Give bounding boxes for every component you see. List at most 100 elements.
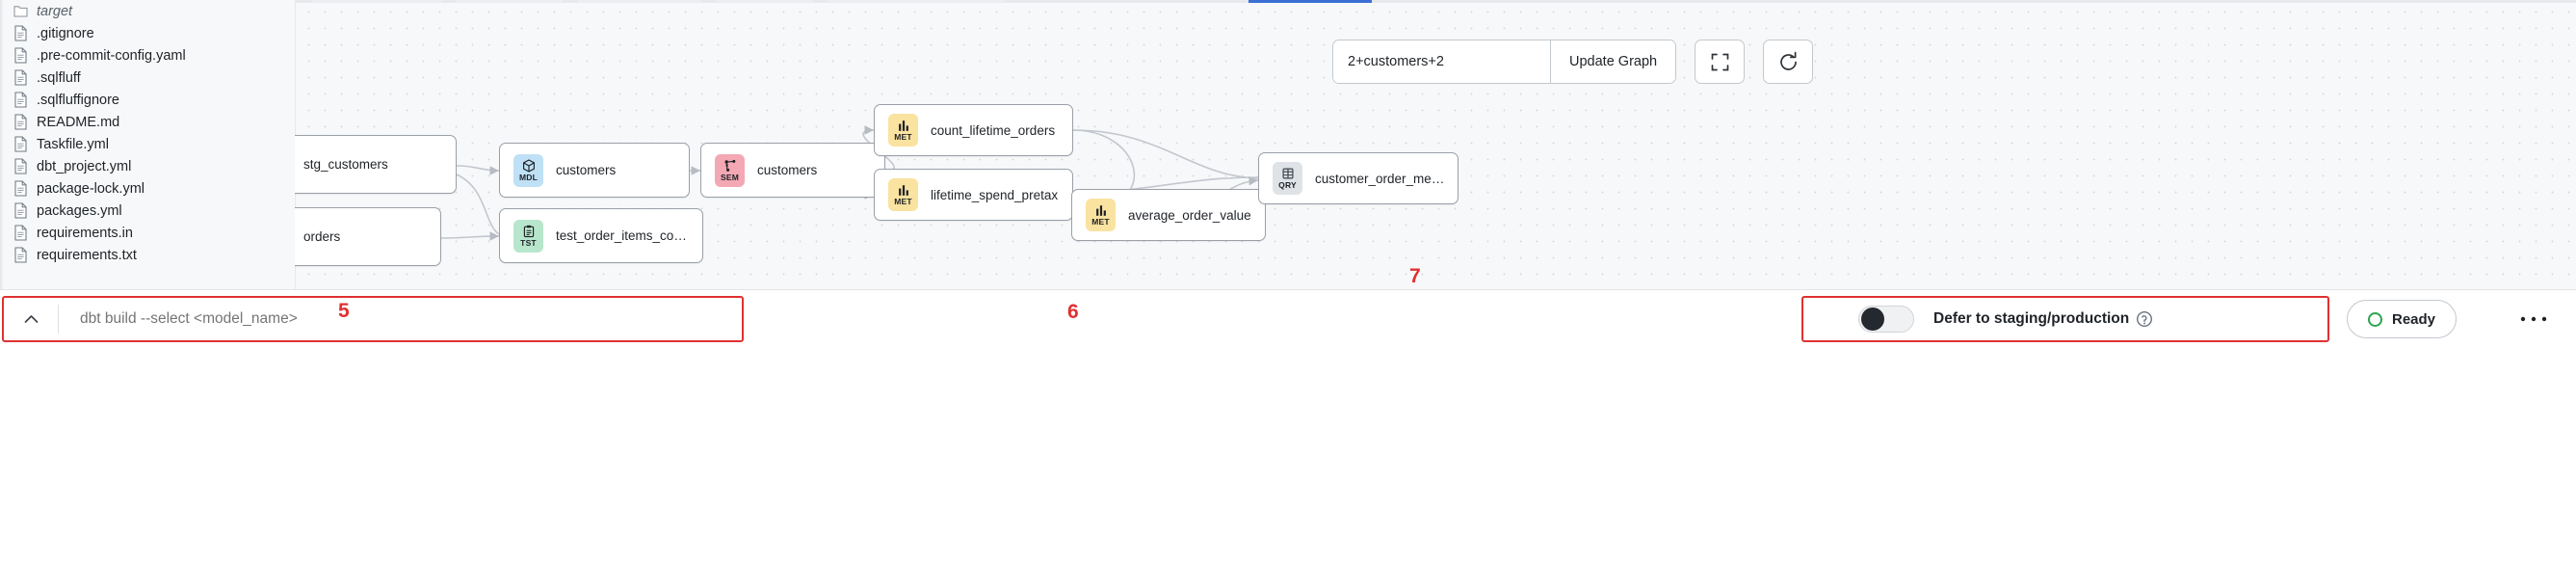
tab-stub-2[interactable] xyxy=(457,0,563,3)
lineage-node-label: customers xyxy=(556,163,617,177)
editor-tabbar-rule xyxy=(295,0,2576,3)
fullscreen-icon xyxy=(1711,53,1728,70)
lineage-node-label: customer_order_metrics xyxy=(1315,171,1456,186)
file-icon xyxy=(14,180,27,197)
bottom-command-bar: Defer to staging/production Ready xyxy=(0,289,2576,561)
file-explorer-sidebar: target .gitignore .pre-commit-config.yam… xyxy=(0,0,295,289)
lineage-node[interactable]: TST test_order_items_compute_to_bools… xyxy=(499,208,703,263)
file-tree-item[interactable]: package-lock.yml xyxy=(0,177,295,200)
lineage-node[interactable]: QRY customer_order_metrics xyxy=(1258,152,1459,204)
share-icon: SEM xyxy=(715,153,745,187)
file-tree-item[interactable]: .gitignore xyxy=(0,22,295,44)
ellipsis-icon[interactable] xyxy=(2514,301,2553,337)
tab-stub-4[interactable] xyxy=(717,0,813,3)
defer-toggle[interactable] xyxy=(1858,306,1914,333)
lineage-node-label: test_order_items_compute_to_bools… xyxy=(556,228,702,243)
file-tree-item[interactable]: requirements.txt xyxy=(0,244,295,266)
clipboard-icon: TST xyxy=(513,219,543,253)
status-label: Ready xyxy=(2392,310,2436,328)
refresh-icon xyxy=(1779,51,1797,70)
file-tree-item-label: packages.yml xyxy=(37,202,122,219)
lineage-node-label: average_order_value xyxy=(1128,207,1251,223)
command-input-divider xyxy=(58,305,59,334)
file-icon xyxy=(14,69,27,86)
ellipsis-glyph xyxy=(2520,316,2547,322)
node-badge-label: MET xyxy=(1091,217,1110,227)
file-tree-item-label: target xyxy=(37,3,73,19)
lineage-node-label: customers xyxy=(757,163,818,177)
active-tab-indicator xyxy=(1249,0,1372,3)
file-tree-list: target .gitignore .pre-commit-config.yam… xyxy=(0,0,295,266)
help-circle-glyph xyxy=(2137,310,2153,328)
command-input-group xyxy=(2,296,744,342)
chevron-up-icon[interactable] xyxy=(4,298,58,340)
node-badge-label: SEM xyxy=(720,172,740,182)
file-icon xyxy=(14,136,27,152)
tab-stub-3[interactable] xyxy=(578,0,701,3)
node-badge-label: TST xyxy=(520,237,537,248)
file-icon xyxy=(14,47,27,64)
sidebar-scroll-shadow xyxy=(0,0,4,289)
node-badge-label: QRY xyxy=(1278,180,1297,190)
cube-icon: MDL xyxy=(513,153,543,187)
file-icon xyxy=(14,202,27,219)
file-icon xyxy=(14,25,27,41)
table-icon: QRY xyxy=(1273,162,1302,195)
file-tree-item[interactable]: .pre-commit-config.yaml xyxy=(0,44,295,67)
file-tree-item-label: .pre-commit-config.yaml xyxy=(37,47,186,64)
defer-toggle-group: Defer to staging/production xyxy=(1801,296,2329,342)
lineage-node-label: lifetime_spend_pretax xyxy=(931,187,1059,202)
node-badge-label: MET xyxy=(894,132,912,142)
update-graph-button[interactable]: Update Graph xyxy=(1550,40,1676,83)
file-tree-item-label: requirements.in xyxy=(37,225,133,241)
fullscreen-button[interactable] xyxy=(1695,40,1746,84)
chevron-up-glyph xyxy=(24,314,38,323)
bars-icon: MET xyxy=(888,178,918,211)
command-input[interactable] xyxy=(59,298,742,340)
annotation-marker: 6 xyxy=(1067,301,1079,323)
status-badge[interactable]: Ready xyxy=(2347,300,2458,338)
file-icon xyxy=(14,92,27,108)
lineage-node[interactable]: orders xyxy=(295,207,441,266)
bottom-bar-divider xyxy=(0,289,2576,290)
circle-icon xyxy=(2368,311,2382,327)
file-tree-item[interactable]: .sqlfluffignore xyxy=(0,89,295,111)
graph-selector-input[interactable] xyxy=(1333,40,1550,83)
node-badge-label: MET xyxy=(894,197,912,206)
lineage-node[interactable]: MET average_order_value xyxy=(1071,189,1266,241)
file-tree-item[interactable]: Taskfile.yml xyxy=(0,133,295,155)
lineage-node-label: orders xyxy=(303,229,341,244)
graph-selector-group: Update Graph xyxy=(1332,40,1677,84)
file-tree-item[interactable]: .sqlfluff xyxy=(0,67,295,89)
lineage-node[interactable]: SEM customers xyxy=(700,143,885,198)
refresh-button[interactable] xyxy=(1763,40,1814,84)
bars-icon: MET xyxy=(1086,199,1116,231)
defer-label: Defer to staging/production xyxy=(1933,310,2130,327)
file-icon xyxy=(14,247,27,263)
file-tree-item-label: README.md xyxy=(37,114,120,130)
annotation-marker: 5 xyxy=(338,300,350,322)
tab-stub-1[interactable] xyxy=(312,0,441,3)
file-tree-item-label: requirements.txt xyxy=(37,247,137,263)
lineage-node[interactable]: MET lifetime_spend_pretax xyxy=(874,169,1073,221)
node-badge-label: MDL xyxy=(518,172,538,182)
file-icon xyxy=(14,158,27,174)
file-tree-item[interactable]: target xyxy=(0,0,295,22)
file-tree-item[interactable]: requirements.in xyxy=(0,222,295,244)
file-tree-item-label: .gitignore xyxy=(37,25,94,41)
bars-icon: MET xyxy=(888,114,918,147)
tab-stub-5[interactable] xyxy=(828,0,1004,3)
file-tree-item-label: package-lock.yml xyxy=(37,180,145,197)
file-icon xyxy=(14,114,27,130)
lineage-node[interactable]: MDL customers xyxy=(499,143,690,198)
file-tree-item[interactable]: packages.yml xyxy=(0,200,295,222)
folder-icon xyxy=(13,6,28,17)
lineage-node[interactable]: stg_customers xyxy=(295,135,457,194)
file-tree-item[interactable]: dbt_project.yml xyxy=(0,155,295,177)
help-circle-icon[interactable] xyxy=(2136,310,2153,328)
file-tree-item[interactable]: README.md xyxy=(0,111,295,133)
file-tree-item-label: Taskfile.yml xyxy=(37,136,109,152)
